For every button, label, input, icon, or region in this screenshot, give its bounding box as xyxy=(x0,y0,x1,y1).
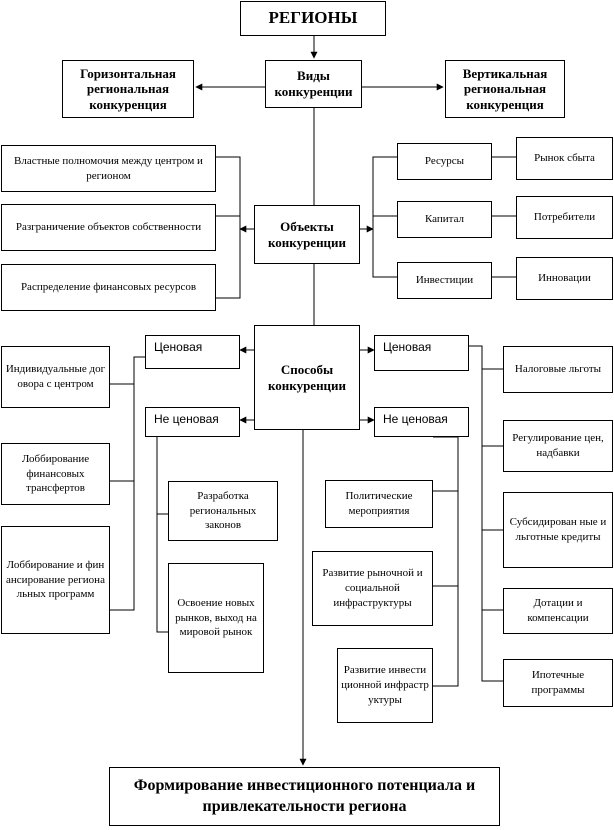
node-regions: РЕГИОНЫ xyxy=(240,1,386,36)
node-methods: Способы конкуренции xyxy=(254,325,360,430)
node-finance: Распределение финансовых ресурсов xyxy=(1,264,216,311)
bracket-nonprice-right xyxy=(433,436,459,687)
node-prices: Регулирование цен, надбавки xyxy=(503,420,613,472)
node-nonprice-left: Не ценовая xyxy=(145,407,240,437)
node-investments: Инвестиции xyxy=(397,262,492,299)
node-political: Политические мероприятия xyxy=(325,480,433,528)
node-mortgage: Ипотечные программы xyxy=(503,659,613,707)
node-laws: Разработка региональных законов xyxy=(168,481,278,541)
bracket-nonprice-left xyxy=(156,437,168,633)
node-price-left: Ценовая xyxy=(145,335,240,369)
node-property: Разграничение объектов собственности xyxy=(1,204,216,251)
node-tax: Налоговые льготы xyxy=(503,346,613,393)
node-lobby-programs: Лоббирование и финансирование региональн… xyxy=(1,526,110,634)
node-nonprice-right: Не ценовая xyxy=(374,407,469,437)
node-objects: Объекты конкуренции xyxy=(254,205,360,264)
node-resources: Ресурсы xyxy=(397,143,492,180)
node-individual: Индивидуальные договора с центром xyxy=(1,346,110,408)
node-new-markets: Освоение новых рынков, выход на мировой … xyxy=(168,563,264,673)
node-powers: Властные полномочия между центром и реги… xyxy=(1,145,216,192)
node-market: Рынок сбыта xyxy=(516,137,613,180)
node-result: Формирование инвестиционного потенциала … xyxy=(109,767,500,826)
node-price-right: Ценовая xyxy=(374,335,469,371)
bracket-objects-right xyxy=(372,156,397,278)
node-horizontal: Горизонтальная региональная конкуренция xyxy=(62,60,194,118)
bracket-objects-left xyxy=(216,156,241,299)
node-innovations: Инновации xyxy=(516,257,613,300)
bracket-price-right xyxy=(469,345,503,682)
node-invest-infra: Развитие инвестиционной инфраструктуры xyxy=(337,648,433,723)
node-market-infra: Развитие рыночной и социальной инфрастру… xyxy=(312,551,433,626)
node-grants: Дотации и компенсации xyxy=(503,588,613,634)
node-subsidies: Субсидирован ные и льготные кредиты xyxy=(503,492,613,568)
node-types: Виды конкуренции xyxy=(265,60,362,108)
bracket-price-left xyxy=(110,356,145,611)
node-lobby-transfers: Лоббирование финансовых трансфертов xyxy=(1,443,110,505)
node-consumers: Потребители xyxy=(516,196,613,239)
node-capital: Капитал xyxy=(397,201,492,238)
node-vertical: Вертикальная региональная конкуренция xyxy=(445,60,565,118)
